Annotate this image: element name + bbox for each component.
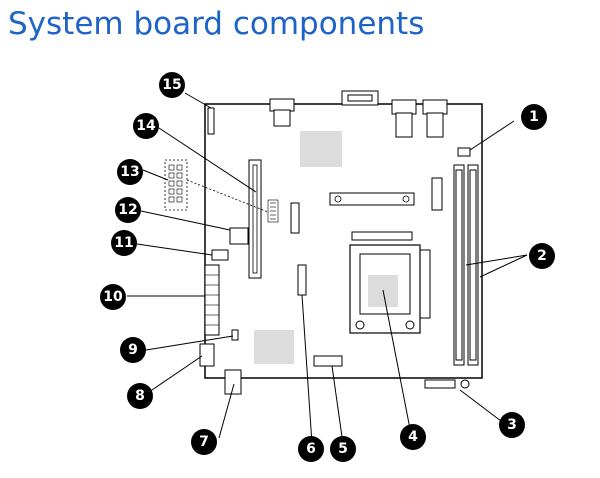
callout-3: 3 [499,412,525,438]
svg-text:11: 11 [114,235,133,251]
chipset-chip [300,131,342,167]
usb-connector [211,249,229,261]
svg-text:3: 3 [507,417,517,433]
vertical-header [431,177,443,211]
system-maintenance-switch [164,159,269,213]
svg-text:2: 2 [537,248,547,264]
horizontal-header [329,192,415,206]
callout-4: 4 [400,424,426,450]
callout-8: 8 [127,383,153,409]
svg-text:8: 8 [135,388,145,404]
callout-1: 1 [521,104,547,130]
pin-header-grid [267,199,279,223]
svg-text:10: 10 [103,289,123,305]
power-connector [204,264,220,336]
sata-connector [229,227,249,245]
callout-9: 9 [120,337,146,363]
callout-5: 5 [330,436,356,462]
svg-text:6: 6 [306,441,316,457]
svg-text:7: 7 [199,434,209,450]
svg-text:1: 1 [529,109,539,125]
rear-io-ports [269,90,448,138]
top-right-jumper [457,147,471,157]
svg-text:5: 5 [338,441,348,457]
svg-text:14: 14 [136,118,156,134]
svg-text:4: 4 [408,429,418,445]
page-title: System board components [8,6,425,42]
svg-text:13: 13 [120,164,139,180]
callout-13: 13 [117,159,143,185]
front-panel-header [313,355,343,367]
callout-14: 14 [133,113,159,139]
svg-text:12: 12 [118,202,137,218]
leader-lines [127,92,528,445]
connector-b [297,264,307,296]
callout-15: 15 [159,72,185,98]
callout-7: 7 [191,429,217,455]
connector-a [290,202,300,234]
pcie-slot [248,159,262,279]
fan-connector [231,329,239,341]
bottom-right-connector [424,379,456,389]
svg-text:15: 15 [162,77,181,93]
callout-6: 6 [298,436,324,462]
callout-11: 11 [111,230,137,256]
callout-10: 10 [100,284,126,310]
header-connector [207,107,215,135]
battery-chip [254,330,294,364]
callout-12: 12 [115,197,141,223]
processor-socket [349,231,431,334]
callout-2: 2 [529,243,555,269]
tpm-connector [224,369,242,395]
sd-slot [199,343,215,367]
svg-text:9: 9 [128,342,138,358]
